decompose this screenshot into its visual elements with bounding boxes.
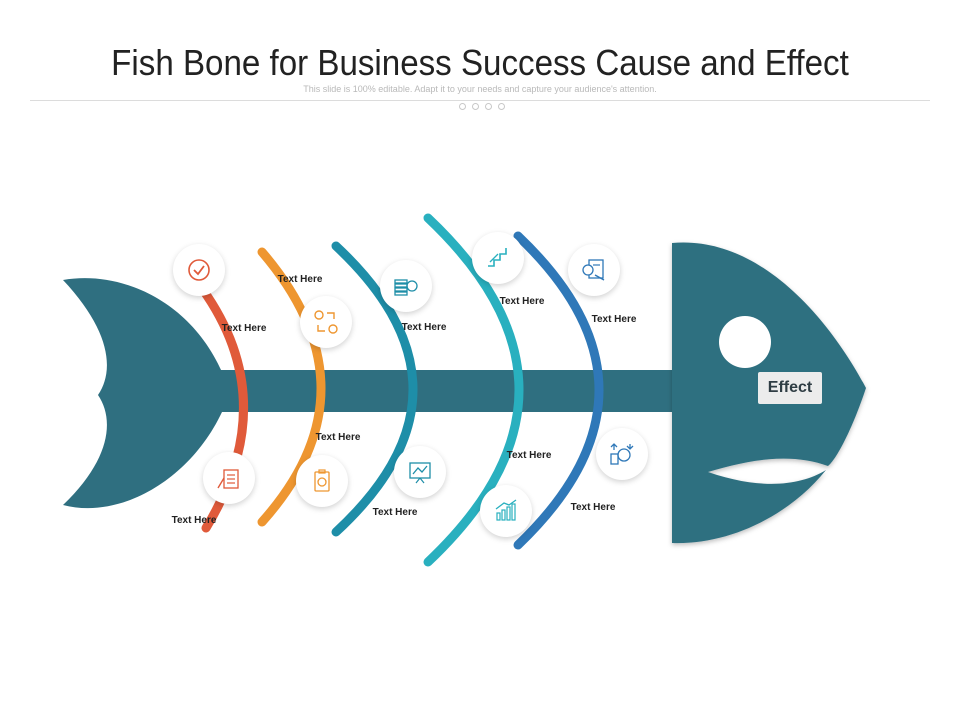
- top-label-4: Text Here: [499, 296, 545, 307]
- settings-document-icon: [568, 244, 620, 296]
- bottom-label-5: Text Here: [570, 502, 616, 513]
- bone-4: [423, 213, 524, 567]
- bone-3: [331, 241, 418, 537]
- money-exchange-icon: [596, 428, 648, 480]
- coins-dollar-icon: [380, 260, 432, 312]
- top-label-1: Text Here: [221, 323, 267, 334]
- process-gears-icon: [300, 296, 352, 348]
- bone-5: [513, 231, 604, 550]
- bottom-label-3: Text Here: [372, 507, 418, 518]
- page-subtitle: This slide is 100% editable. Adapt it to…: [303, 84, 657, 94]
- clipboard-gear-icon: [296, 455, 348, 507]
- top-label-5: Text Here: [591, 314, 637, 325]
- bar-chart-growth-icon: [480, 485, 532, 537]
- stairs-growth-icon: [472, 232, 524, 284]
- checkmark-icon: [173, 244, 225, 296]
- top-label-2: Text Here: [277, 274, 323, 285]
- bottom-label-2: Text Here: [315, 432, 361, 443]
- checklist-icon: [203, 452, 255, 504]
- page-title: Fish Bone for Business Success Cause and…: [111, 42, 849, 83]
- fish-tail: [63, 278, 222, 509]
- bone-2: [257, 247, 326, 527]
- bottom-label-4: Text Here: [506, 450, 552, 461]
- bottom-label-1: Text Here: [171, 515, 217, 526]
- effect-label: Effect: [758, 372, 822, 404]
- fish-spine: [200, 370, 680, 412]
- divider-dots: [456, 97, 508, 110]
- fish-eye: [719, 316, 771, 368]
- strategy-board-icon: [394, 446, 446, 498]
- top-label-3: Text Here: [401, 322, 447, 333]
- title-divider: [30, 100, 930, 101]
